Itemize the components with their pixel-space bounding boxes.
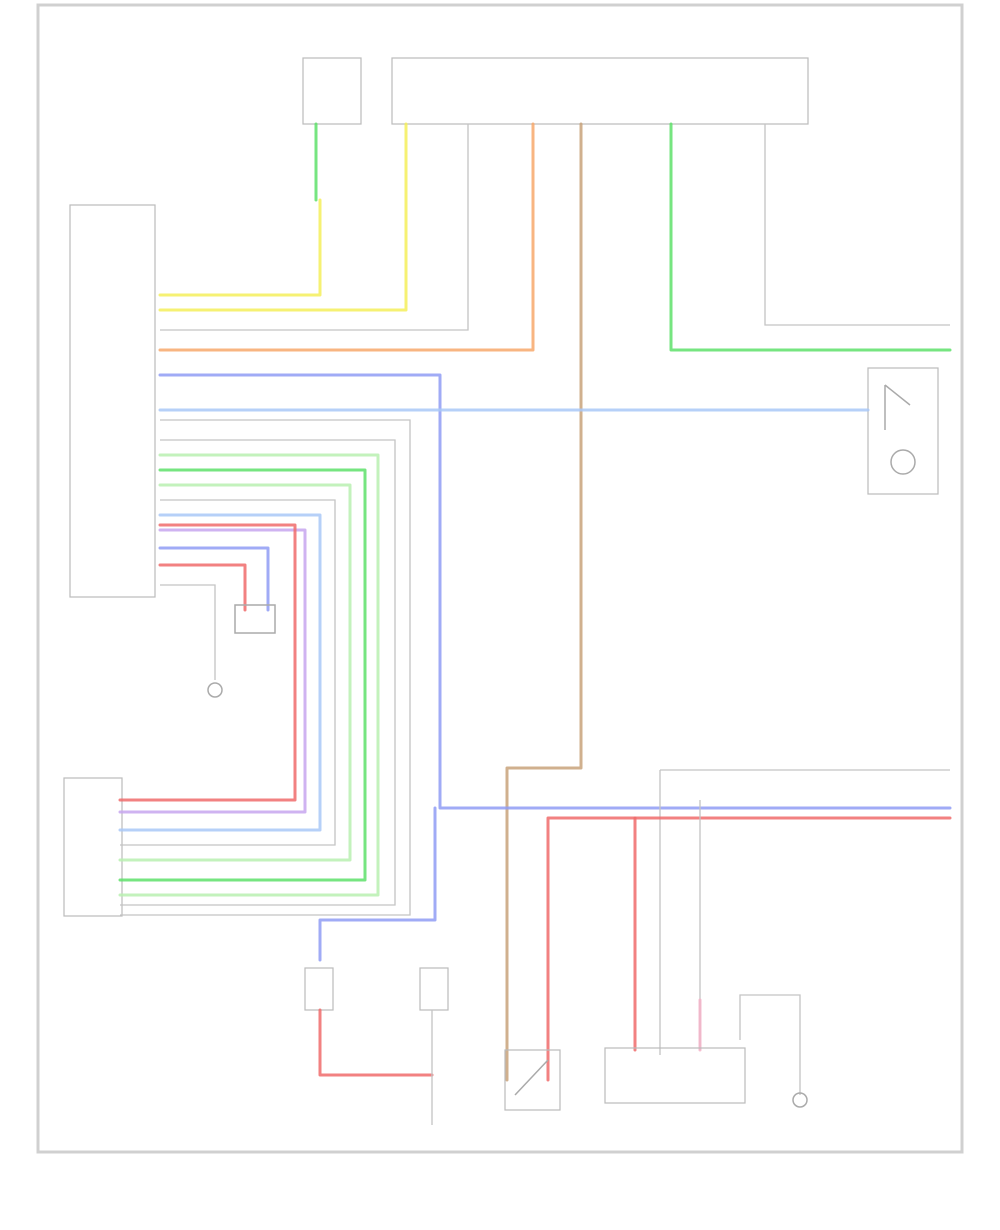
switch-contact-symbol: [884, 384, 911, 430]
wire-green-2: [669, 122, 952, 352]
switch-unit-box: [867, 367, 939, 495]
wire-gray-4: [120, 439, 396, 906]
connector-block: [234, 604, 276, 634]
wire-gray-5: [120, 499, 336, 846]
wire-blue-2: [158, 546, 270, 612]
switch-motor-symbol: [890, 449, 916, 475]
motor: [504, 1049, 561, 1111]
control-unit-box: [69, 204, 156, 598]
display-unit-box: [63, 777, 123, 917]
top-fuse-block: [302, 57, 809, 125]
sensor-1: [304, 806, 437, 1011]
wire-orange: [158, 122, 535, 352]
wire-violet: [118, 528, 307, 814]
fuse-drop-wires: [158, 122, 952, 1082]
wire-green-3: [118, 468, 367, 882]
wire-gray-3: [120, 419, 411, 916]
wire-light-blue: [118, 513, 322, 832]
wire-blue-main: [158, 373, 952, 810]
control-unit-wires: [118, 373, 952, 916]
wire-gray-6: [160, 584, 216, 680]
wire-light-green-1: [118, 453, 380, 897]
wire-gray-1: [160, 124, 469, 331]
wire-gray-2: [764, 124, 950, 326]
fuse-box-right: [391, 57, 809, 125]
wire-tan: [505, 122, 583, 1082]
ground-1: [207, 682, 223, 698]
wire-light-green-2: [118, 483, 352, 862]
relay-block: [604, 1047, 746, 1104]
fuse-box-left: [302, 57, 362, 125]
ground-3: [739, 994, 808, 1108]
wire-yellow-2: [158, 198, 322, 297]
wire-red-2: [158, 563, 247, 612]
diagram-frame: [36, 3, 964, 1154]
wire-yellow: [158, 122, 408, 312]
wire-red-right: [546, 816, 952, 1082]
wire-red-1: [118, 523, 297, 802]
sensor-2: [318, 967, 449, 1125]
